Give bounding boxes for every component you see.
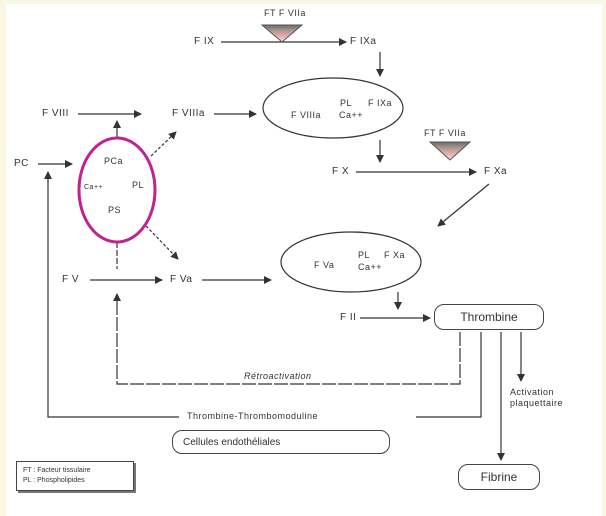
prothrombinase-fxa: F Xa	[384, 250, 406, 260]
thrombine-label: Thrombine	[460, 310, 518, 324]
diagram-lines	[38, 24, 525, 461]
tenase-ca: Ca++	[339, 110, 364, 120]
fibrine-label: Fibrine	[480, 470, 518, 484]
label-f-viiia: F VIIIa	[172, 108, 205, 119]
ft-viia-triangle-mid	[428, 141, 472, 161]
cellules-label: Cellules endothéliales	[183, 436, 281, 448]
tenase-complex-ellipse	[262, 77, 404, 139]
activation-plaquettaire-label: Activation plaquettaire	[510, 387, 564, 408]
cellules-endotheliales-box: Cellules endothéliales	[172, 430, 390, 454]
ring-ps: PS	[108, 205, 122, 215]
thrombine-box: Thrombine	[434, 304, 544, 330]
prothrombinase-pl: PL	[358, 250, 371, 260]
prothrombinase-fva: F Va	[314, 260, 335, 270]
retroactivation-path	[113, 293, 461, 385]
label-f-ixa: F IXa	[350, 36, 377, 47]
legend-box: FT : Facteur tissulaire PL : Phospholipi…	[16, 461, 134, 491]
prothrombinase-complex-ellipse	[280, 231, 422, 293]
label-f-v: F V	[62, 274, 80, 285]
ft-viia-triangle-top	[260, 24, 304, 43]
tenase-fixa: F IXa	[368, 98, 393, 108]
legend-line-ft: FT : Facteur tissulaire	[23, 467, 91, 474]
coagulation-cascade-diagram: FT F VIIa FT F VIIa F IX F IXa F VIII F …	[6, 4, 602, 516]
thrombomoduline-path-right	[416, 332, 482, 418]
arrow-fxa-prothrombinase	[437, 183, 490, 227]
arrow-pc-fviiia	[150, 131, 177, 157]
thrombomoduline-path-left	[44, 171, 179, 418]
label-f-ix: F IX	[194, 36, 215, 47]
prothrombinase-ca: Ca++	[358, 262, 383, 272]
ring-pl: PL	[132, 180, 145, 190]
retroactivation-label: Rétroactivation	[242, 371, 314, 381]
fibrine-box: Fibrine	[458, 464, 540, 490]
label-f-va: F Va	[170, 274, 193, 285]
ft-viia-label-mid: FT F VIIa	[424, 128, 466, 138]
label-f-x: F X	[332, 166, 350, 177]
legend-line-pl: PL : Phospholipides	[23, 477, 85, 484]
ring-pca: PCa	[104, 156, 124, 166]
thrombomoduline-label: Thrombine-Thrombomoduline	[184, 411, 322, 421]
label-f-xa: F Xa	[484, 166, 508, 177]
label-pc: PC	[14, 158, 29, 169]
ft-viia-label-top: FT F VIIa	[264, 8, 306, 18]
arrow-ring-fva	[145, 225, 179, 260]
ring-ca: Ca++	[84, 184, 104, 191]
label-f-viii: F VIII	[42, 108, 69, 119]
tenase-fviiia: F VIIIa	[291, 110, 322, 120]
label-f-ii: F II	[340, 312, 357, 323]
tenase-pl: PL	[340, 98, 353, 108]
protein-c-ring	[77, 136, 157, 244]
